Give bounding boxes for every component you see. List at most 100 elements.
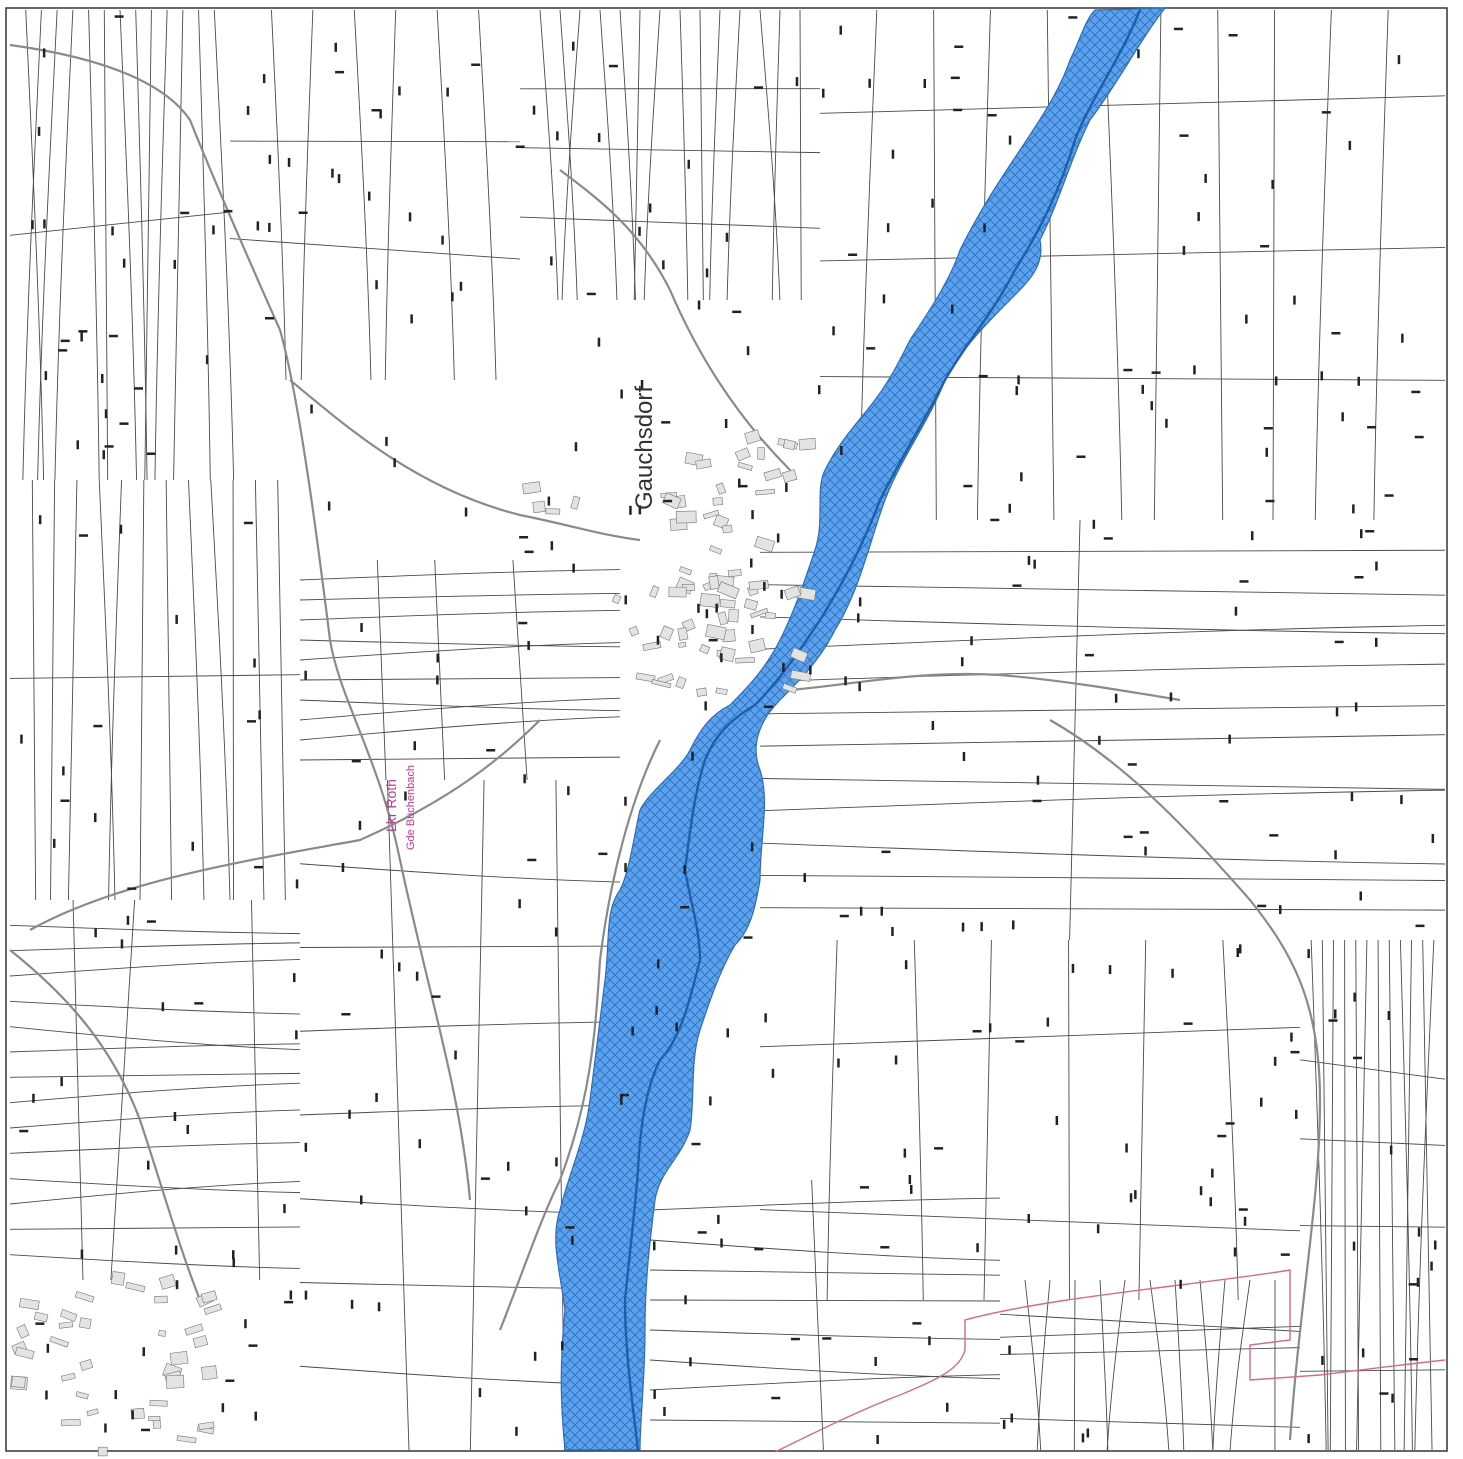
parcel-number-mark bbox=[709, 1096, 712, 1106]
parcel-number-mark bbox=[881, 850, 891, 854]
parcel-number-mark bbox=[1046, 1017, 1050, 1027]
parcel-number-mark bbox=[205, 355, 209, 365]
parcel-number-mark bbox=[874, 1357, 877, 1366]
parcel-number-mark bbox=[375, 280, 378, 290]
parcel-number-mark bbox=[771, 1396, 781, 1400]
parcel-number-mark bbox=[662, 260, 665, 270]
building bbox=[695, 458, 712, 470]
parcel-line bbox=[826, 939, 838, 1301]
parcel-number-mark bbox=[446, 87, 449, 97]
parcel-number-mark bbox=[283, 1204, 286, 1214]
parcel-number-mark bbox=[822, 1337, 832, 1340]
flood-zone[interactable] bbox=[555, 7, 1167, 1451]
parcel-number-mark bbox=[243, 521, 253, 525]
parcel-number-mark bbox=[858, 682, 861, 692]
building bbox=[78, 1317, 92, 1330]
building bbox=[699, 592, 721, 608]
parcel-line bbox=[9, 211, 231, 236]
parcel-number-mark bbox=[404, 791, 407, 801]
parcel-number-mark bbox=[750, 842, 754, 852]
parcel-number-mark bbox=[1331, 332, 1341, 335]
parcel-number-mark bbox=[1354, 576, 1364, 579]
parcel-number-mark bbox=[987, 114, 997, 117]
building bbox=[722, 524, 733, 534]
building bbox=[678, 641, 687, 648]
parcel-number-mark bbox=[358, 820, 362, 830]
parcel-number-mark bbox=[1430, 1261, 1433, 1271]
parcel-number-mark bbox=[58, 349, 68, 352]
building bbox=[727, 568, 742, 578]
parcel-number-mark bbox=[287, 157, 291, 167]
parcel-number-mark bbox=[37, 126, 41, 136]
parcel-line bbox=[699, 9, 704, 301]
parcel-number-mark bbox=[555, 1157, 558, 1167]
parcel-line bbox=[983, 939, 992, 1301]
parcel-number-mark bbox=[232, 1250, 235, 1260]
parcel-number-mark bbox=[1098, 735, 1101, 745]
parcel-number-mark bbox=[104, 409, 108, 419]
parcel-line bbox=[1036, 1279, 1051, 1451]
parcel-number-mark bbox=[726, 1028, 729, 1038]
parcel-number-mark bbox=[1179, 134, 1189, 137]
flood-area[interactable] bbox=[555, 7, 1167, 1451]
parcel-number-mark bbox=[334, 42, 337, 52]
parcel-line bbox=[9, 1109, 301, 1129]
parcel-number-mark bbox=[134, 387, 143, 390]
parcel-number-mark bbox=[1010, 1413, 1013, 1423]
parcel-number-mark bbox=[963, 484, 973, 488]
parcel-number-mark bbox=[94, 813, 97, 823]
parcel-number-mark bbox=[186, 1125, 189, 1134]
parcel-number-mark bbox=[832, 326, 835, 336]
building bbox=[33, 1311, 49, 1323]
building bbox=[715, 482, 727, 495]
parcel-number-mark bbox=[104, 445, 114, 448]
parcel-number-mark bbox=[304, 670, 307, 680]
parcel-line bbox=[633, 9, 641, 301]
parcel-number-mark bbox=[377, 1302, 381, 1312]
parcel-line bbox=[819, 95, 1446, 114]
parcel-line bbox=[299, 609, 621, 621]
parcel-number-mark bbox=[953, 108, 963, 112]
parcel-line bbox=[9, 958, 301, 977]
parcel-number-mark bbox=[451, 292, 454, 302]
parcel-number-mark bbox=[518, 899, 521, 909]
parcel-number-mark bbox=[1204, 173, 1207, 183]
parcel-number-mark bbox=[1036, 775, 1040, 785]
building bbox=[735, 657, 755, 664]
parcel-number-mark bbox=[19, 1129, 29, 1133]
stream-line[interactable] bbox=[623, 9, 1142, 1451]
parcel-line bbox=[9, 1026, 301, 1051]
parcel-number-mark bbox=[225, 1379, 235, 1382]
parcel-number-mark bbox=[912, 1322, 922, 1325]
building bbox=[154, 1295, 168, 1304]
parcel-number-mark bbox=[675, 1022, 678, 1032]
parcel-number-mark bbox=[961, 657, 964, 667]
building bbox=[198, 1421, 215, 1431]
parcel-line bbox=[9, 924, 301, 935]
parcel-number-mark bbox=[663, 1407, 666, 1416]
parcel-number-mark bbox=[1384, 494, 1394, 497]
parcel-number-mark bbox=[891, 927, 894, 936]
parcel-number-mark bbox=[1092, 519, 1096, 529]
building bbox=[158, 1273, 177, 1290]
parcel-line bbox=[299, 716, 621, 741]
parcel-number-mark bbox=[518, 621, 528, 625]
parcel-line bbox=[759, 874, 1446, 881]
parcel-line bbox=[299, 569, 621, 581]
parcel-line bbox=[353, 9, 372, 381]
parcel-number-mark bbox=[368, 191, 371, 201]
parcel-number-mark bbox=[1357, 376, 1360, 386]
parcel-number-mark bbox=[638, 505, 642, 515]
parcel-number-mark bbox=[886, 223, 890, 233]
parcel-number-mark bbox=[101, 374, 104, 383]
parcel-number-mark bbox=[114, 15, 124, 18]
parcel-number-mark bbox=[750, 558, 753, 568]
building bbox=[781, 682, 798, 694]
parcel-number-mark bbox=[620, 389, 623, 399]
building bbox=[763, 468, 782, 482]
building bbox=[675, 676, 687, 690]
parcel-number-mark bbox=[1055, 1116, 1059, 1125]
parcel-number-mark bbox=[350, 1299, 354, 1309]
parcel-line bbox=[649, 1239, 1001, 1261]
